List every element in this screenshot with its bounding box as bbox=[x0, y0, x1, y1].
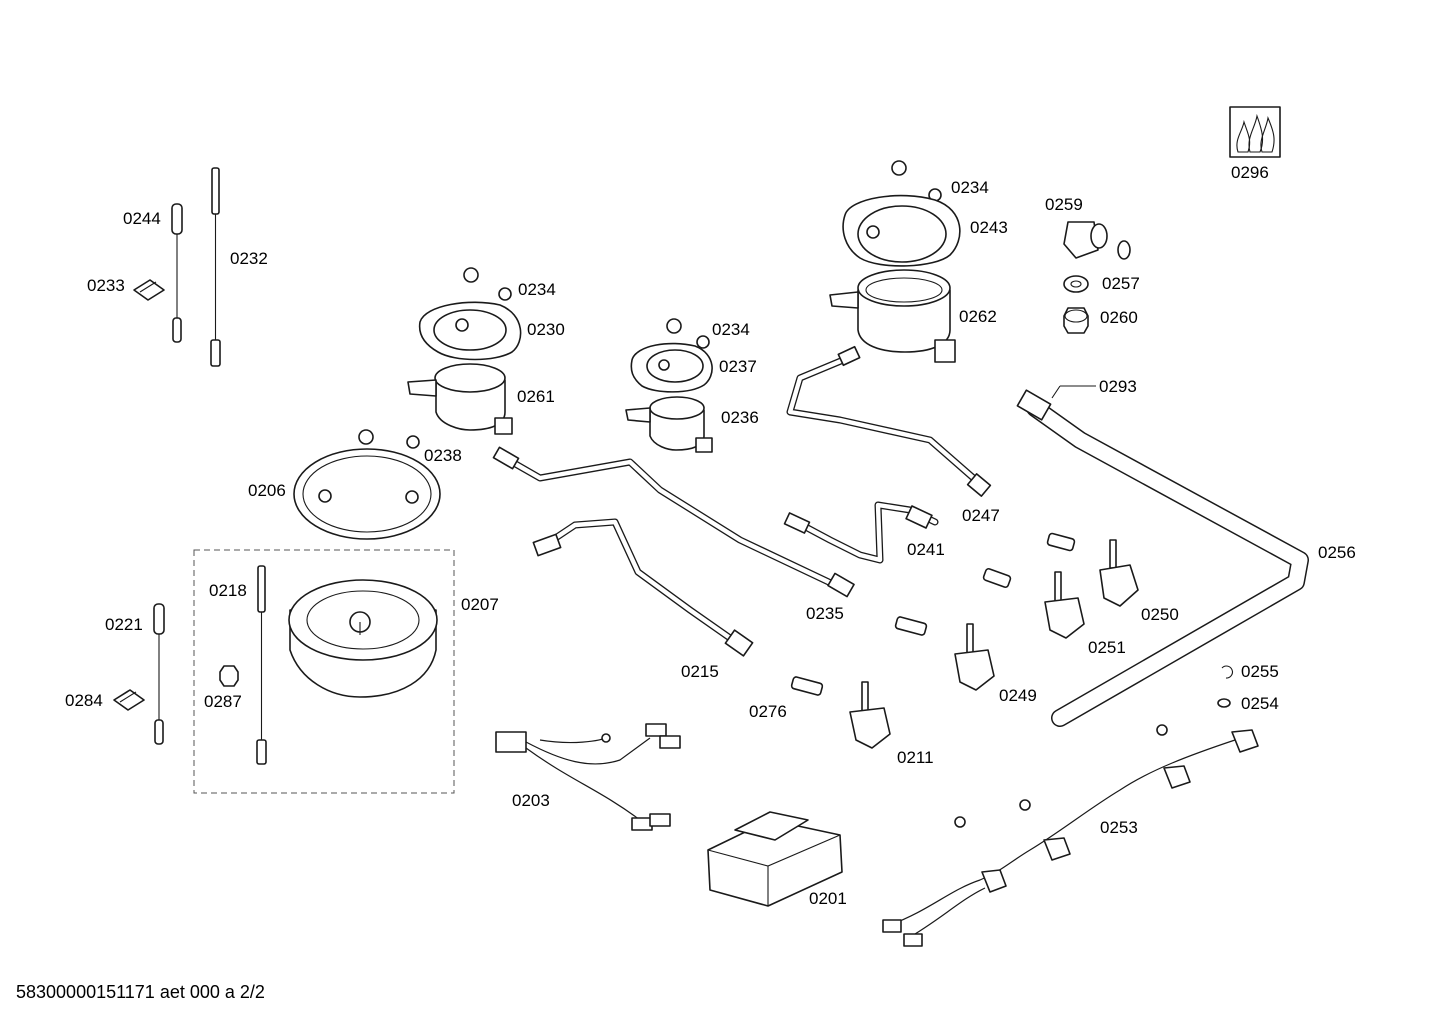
label-0249: 0249 bbox=[999, 686, 1037, 705]
gas-pipe-0235 bbox=[492, 446, 855, 598]
gas-pipe-0241 bbox=[783, 501, 939, 564]
label-0247: 0247 bbox=[962, 506, 1000, 525]
label-0260: 0260 bbox=[1100, 308, 1138, 327]
gas-pipe-0247 bbox=[786, 345, 992, 497]
injector-0241b bbox=[982, 567, 1012, 589]
label-0218: 0218 bbox=[209, 581, 247, 600]
grommet-0254 bbox=[1217, 698, 1231, 708]
label-0234-c: 0234 bbox=[712, 320, 750, 339]
label-0241: 0241 bbox=[907, 540, 945, 559]
assembly-box-0207 bbox=[193, 549, 455, 794]
gasket-0206 bbox=[293, 448, 441, 540]
burner-body-0262 bbox=[829, 269, 956, 363]
label-0230: 0230 bbox=[527, 320, 565, 339]
label-0257: 0257 bbox=[1102, 274, 1140, 293]
label-0215: 0215 bbox=[681, 662, 719, 681]
gasket-0243 bbox=[842, 194, 961, 267]
label-0293: 0293 bbox=[1099, 377, 1137, 396]
label-0255: 0255 bbox=[1241, 662, 1279, 681]
clip-0284 bbox=[113, 689, 145, 711]
label-0284: 0284 bbox=[65, 691, 103, 710]
label-0206: 0206 bbox=[248, 481, 286, 500]
gas-valve-0251 bbox=[1044, 571, 1085, 639]
nut-0287 bbox=[219, 665, 239, 687]
burner-body-0261 bbox=[407, 363, 513, 435]
label-0244: 0244 bbox=[123, 209, 161, 228]
injector-0241a bbox=[1046, 532, 1076, 552]
ignition-wiring-0253 bbox=[882, 724, 1259, 947]
label-0253: 0253 bbox=[1100, 818, 1138, 837]
screws-0234-middle bbox=[666, 318, 710, 349]
burner-base-0207 bbox=[288, 579, 438, 698]
label-0237: 0237 bbox=[719, 357, 757, 376]
leader-0293 bbox=[1051, 385, 1061, 399]
injector-0276 bbox=[790, 676, 824, 696]
screws-0238 bbox=[358, 429, 420, 449]
label-0211: 0211 bbox=[897, 748, 934, 767]
label-0233: 0233 bbox=[87, 276, 125, 295]
gas-flame-symbol-icon bbox=[1229, 106, 1281, 158]
label-0254: 0254 bbox=[1241, 694, 1279, 713]
washer-0257 bbox=[1063, 275, 1089, 293]
label-0235: 0235 bbox=[806, 604, 844, 623]
label-0238: 0238 bbox=[424, 446, 462, 465]
label-0234-a: 0234 bbox=[951, 178, 989, 197]
gas-pipe-0256 bbox=[1016, 389, 1309, 727]
thermocouple-0218 bbox=[256, 565, 267, 765]
label-0243: 0243 bbox=[970, 218, 1008, 237]
label-0251: 0251 bbox=[1088, 638, 1126, 657]
screws-0234-left bbox=[463, 267, 512, 301]
label-0221: 0221 bbox=[105, 615, 143, 634]
elbow-fitting-0259 bbox=[1063, 221, 1131, 260]
label-0201: 0201 bbox=[809, 889, 847, 908]
label-0262: 0262 bbox=[959, 307, 997, 326]
label-0232: 0232 bbox=[230, 249, 268, 268]
nut-0260 bbox=[1063, 307, 1089, 334]
thermocouple-0232 bbox=[210, 167, 221, 367]
label-0203: 0203 bbox=[512, 791, 550, 810]
gas-pipe-0215 bbox=[532, 518, 754, 657]
label-0250: 0250 bbox=[1141, 605, 1179, 624]
ignition-electrode-0244 bbox=[171, 203, 183, 343]
gas-valve-0211 bbox=[849, 681, 891, 749]
clip-0255 bbox=[1221, 665, 1233, 679]
label-0259: 0259 bbox=[1045, 195, 1083, 214]
label-0256: 0256 bbox=[1318, 543, 1356, 562]
label-0234-b: 0234 bbox=[518, 280, 556, 299]
label-0296: 0296 bbox=[1231, 163, 1269, 182]
label-0207: 0207 bbox=[461, 595, 499, 614]
injector-0276a bbox=[894, 616, 928, 636]
label-0261: 0261 bbox=[517, 387, 555, 406]
drawing-number: 58300000151171 aet 000 a 2/2 bbox=[16, 982, 265, 1002]
gas-valve-0249 bbox=[954, 623, 995, 691]
gasket-0237 bbox=[630, 342, 713, 393]
ignition-electrode-0221 bbox=[153, 603, 165, 745]
label-0236: 0236 bbox=[721, 408, 759, 427]
screws-0234-top-right bbox=[891, 160, 942, 202]
ignition-module-0201 bbox=[707, 811, 843, 907]
clip-0233 bbox=[133, 279, 165, 301]
label-0276: 0276 bbox=[749, 702, 787, 721]
burner-body-0236 bbox=[625, 396, 713, 453]
gasket-0230 bbox=[418, 301, 522, 361]
label-0287: 0287 bbox=[204, 692, 242, 711]
wiring-harness-0203 bbox=[495, 723, 681, 831]
gas-valve-0250 bbox=[1099, 539, 1139, 607]
